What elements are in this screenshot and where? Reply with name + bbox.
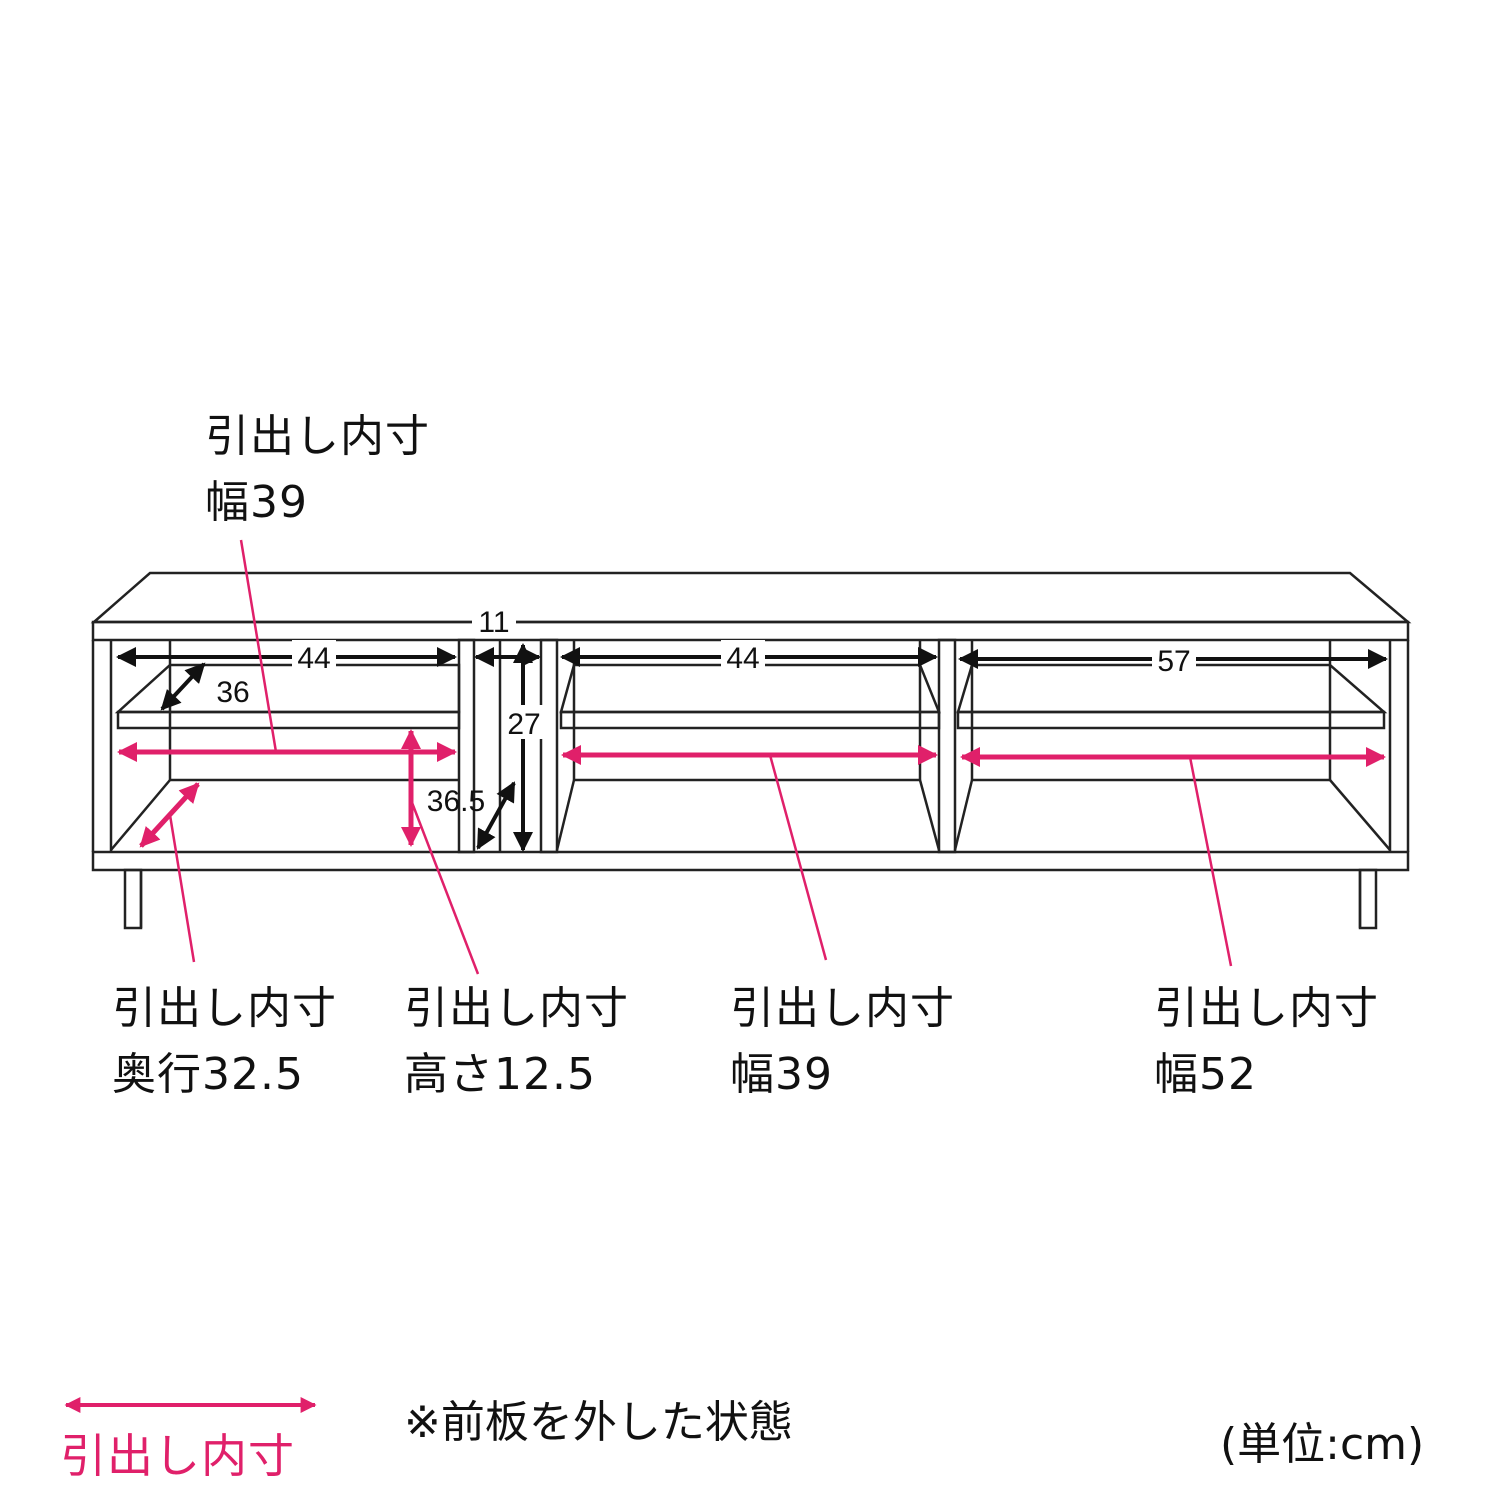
callout-title: 引出し内寸 (730, 983, 955, 1034)
callout-value: 奥行32.5 (112, 1049, 304, 1100)
partition-3 (937, 638, 957, 854)
leader-depth (168, 814, 196, 963)
slot-depth-arrow (476, 781, 516, 850)
top-board (90, 571, 1412, 624)
note-front-panel-removed: ※前板を外した状態 (404, 1397, 793, 1448)
leader-center (768, 754, 828, 961)
partition-2 (539, 638, 559, 854)
inner-depth-arrow (139, 782, 200, 848)
leader-top-left (239, 539, 278, 753)
shelf-depth-label: 36 (216, 676, 249, 709)
callout-title: 引出し内寸 (205, 411, 430, 462)
callout-value: 幅39 (205, 477, 308, 528)
leader-lines (168, 539, 1233, 975)
leader-height (409, 799, 480, 975)
slot-depth-label: 36.5 (427, 785, 485, 818)
shelf-center-front (559, 710, 941, 730)
middle-slot-width-label: 11 (478, 606, 509, 639)
top-board-front (91, 620, 1410, 642)
center-width-label: 44 (726, 642, 759, 675)
slot-height-label: 27 (507, 708, 540, 741)
legend-label: 引出し内寸 (60, 1429, 295, 1483)
right-width-label: 57 (1157, 645, 1190, 678)
callout-center-width: 引出し内寸 幅39 (730, 976, 955, 1108)
callout-height: 引出し内寸 高さ12.5 (404, 976, 629, 1108)
partition-1 (457, 638, 476, 854)
callout-top-left: 引出し内寸 幅39 (205, 404, 430, 536)
callout-right-width: 引出し内寸 幅52 (1154, 976, 1379, 1108)
shelf-left-front (116, 710, 461, 730)
shelf-right-front (956, 710, 1386, 730)
callout-value: 幅52 (1154, 1049, 1257, 1100)
back-floor-left-diag (110, 779, 171, 851)
callout-title: 引出し内寸 (1154, 983, 1379, 1034)
bottom-board (91, 850, 1410, 872)
callout-depth: 引出し内寸 奥行32.5 (112, 976, 337, 1108)
callout-title: 引出し内寸 (112, 983, 337, 1034)
unit-label: (単位:cm) (1220, 1419, 1425, 1470)
callout-title: 引出し内寸 (404, 983, 629, 1034)
leader-right (1188, 756, 1233, 967)
callout-value: 高さ12.5 (404, 1049, 596, 1100)
plinth-right-leg (1358, 868, 1378, 930)
callout-value: 幅39 (730, 1049, 833, 1100)
dimension-labels: 44 11 44 57 36 27 36.5 (216, 604, 1196, 818)
left-width-label: 44 (297, 642, 330, 675)
inner-dimension-arrows (117, 729, 1386, 848)
shelf-depth-arrow (160, 662, 206, 711)
plinth-left-leg (123, 868, 143, 930)
